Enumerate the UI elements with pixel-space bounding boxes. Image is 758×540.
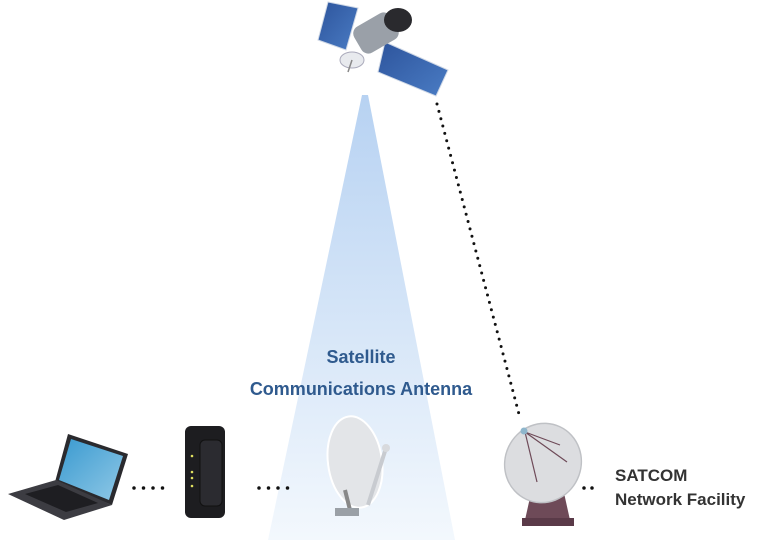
modem-router-icon xyxy=(185,426,225,518)
signal-beam xyxy=(268,95,455,540)
laptop-icon xyxy=(8,434,128,520)
satellite-dish-icon xyxy=(326,415,390,516)
facility-label-line1: SATCOM xyxy=(615,466,688,485)
satellite-icon xyxy=(317,1,449,97)
ground-station-dish-icon xyxy=(503,422,583,526)
facility-label-line2: Network Facility xyxy=(615,490,746,509)
uplink-dotted-line xyxy=(435,102,522,420)
antenna-label-line1: Satellite xyxy=(326,347,396,367)
antenna-label-line2: Communications Antenna xyxy=(249,379,473,399)
